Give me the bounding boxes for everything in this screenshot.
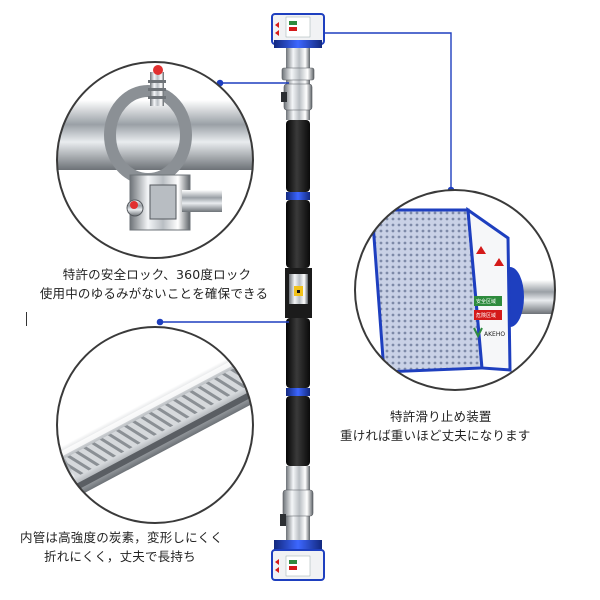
- slip-caption-line-1: 特許滑り止め装置: [390, 409, 492, 424]
- red-dot-icon: [130, 201, 138, 209]
- arrow-icon: [275, 559, 279, 565]
- arrow-icon: [494, 258, 504, 266]
- brand-label: AKEHO: [484, 331, 505, 338]
- edge-marker: [26, 312, 27, 326]
- tube-caption-line-2: 折れにくく，丈夫で長持ち: [44, 549, 196, 564]
- arrow-icon: [275, 30, 279, 36]
- tube-caption: 内管は高強度の炭素，変形しにくく 折れにくく，丈夫で長持ち: [20, 528, 260, 566]
- center-lock: [285, 268, 312, 318]
- brand-logo-icon: [473, 327, 483, 339]
- callout-lines: [156, 32, 455, 326]
- red-dot-icon: [153, 65, 163, 75]
- lock-caption-line-2: 使用中のゆるみがないことを確保できる: [39, 286, 269, 301]
- slip-caption: 特許滑り止め装置 重ければ重いほど丈夫になります: [340, 407, 560, 445]
- anti-slip-detail-magnifier: AKEHO 安全区域 危険区域: [354, 189, 556, 391]
- danger-zone-label: 危険区域: [476, 312, 496, 319]
- bottom-end-cap: [271, 540, 325, 581]
- pull-up-bar: [271, 13, 325, 581]
- safe-zone-label: 安全区域: [476, 298, 496, 305]
- tube-detail-magnifier: [32, 326, 287, 524]
- arrow-icon: [275, 22, 279, 28]
- lock-caption: 特許の安全ロック、360度ロック 使用中のゆるみがないことを確保できる: [20, 265, 288, 303]
- slip-caption-line-2: 重ければ重いほど丈夫になります: [340, 428, 531, 443]
- lock-detail-magnifier: [56, 61, 254, 259]
- lock-caption-line-1: 特許の安全ロック、360度ロック: [62, 267, 252, 282]
- tube-caption-line-1: 内管は高強度の炭素，変形しにくく: [20, 530, 223, 545]
- arrow-icon: [275, 567, 279, 573]
- arrow-icon: [476, 246, 486, 254]
- top-end-cap: [271, 13, 325, 48]
